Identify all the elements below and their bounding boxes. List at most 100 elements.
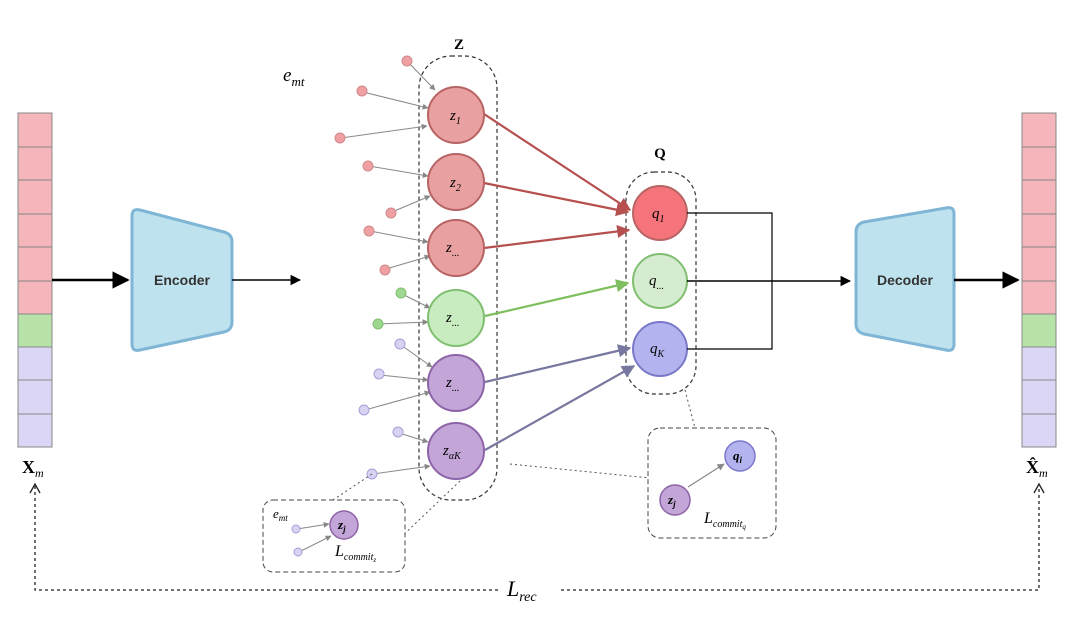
q-node-2: q... — [632, 253, 688, 309]
output-cell — [1021, 280, 1057, 315]
qk-connector — [687, 281, 773, 350]
assign-arrow-z6-qk — [484, 365, 636, 451]
embedding-dot — [362, 160, 374, 172]
z-node-3: z... — [427, 219, 485, 277]
z-codebook-box — [418, 55, 498, 501]
z-node-label: z2 — [449, 175, 461, 194]
embedding-dot — [356, 85, 368, 97]
input-cell — [17, 213, 53, 248]
inset-emt-label: emt — [273, 506, 288, 523]
embedding-dot — [373, 368, 385, 380]
inset-dot — [293, 547, 303, 557]
assign-arrow-z2-q1 — [483, 181, 630, 217]
embedding-dot — [394, 338, 406, 350]
input-cell — [17, 246, 53, 282]
inset-zj-q-label: zj — [667, 492, 676, 509]
assign-arrow-z5-qk — [484, 344, 632, 384]
output-cell — [1021, 313, 1057, 348]
inset-zj-q-node — [659, 484, 691, 516]
rec-loss-loop — [34, 486, 1040, 591]
input-vector — [17, 112, 53, 448]
output-cell — [1021, 379, 1057, 415]
z-node-label: z1 — [449, 108, 461, 127]
encoder-label: Encoder — [154, 272, 211, 288]
inset-arrow — [687, 463, 725, 488]
encoder-block — [130, 208, 234, 352]
inset-zj-node — [329, 510, 359, 540]
q-label: Q — [654, 146, 666, 162]
embedding-arrow — [398, 432, 429, 444]
commit-q-loss: Lcommitq — [703, 510, 746, 531]
z-node-5: z... — [427, 354, 485, 412]
output-cell — [1021, 146, 1057, 181]
embedding-arrow — [364, 390, 431, 411]
input-label: Xm — [22, 457, 44, 480]
output-cell — [1021, 112, 1057, 148]
q-node-1: q1 — [632, 185, 688, 241]
rec-arrowhead-right — [1033, 482, 1045, 494]
inset-z-leader — [329, 473, 373, 503]
input-cell — [17, 379, 53, 415]
inset-z-leader — [397, 480, 461, 541]
inset-qi-label: qi — [733, 448, 743, 465]
embedding-arrow — [340, 123, 428, 139]
z-node-4: z... — [427, 289, 485, 347]
output-cell — [1021, 346, 1057, 381]
q-node-k: qK — [632, 321, 688, 377]
output-label: X̂m — [1026, 457, 1048, 480]
z-node-1: z1 — [427, 86, 485, 144]
embedding-arrow — [368, 165, 429, 179]
q-node-label: q... — [649, 273, 664, 292]
embedding-dot — [358, 404, 370, 416]
assign-arrow-z3-q1 — [483, 224, 631, 250]
inset-q-leader — [684, 389, 696, 429]
rec-loss-label: Lrec — [506, 576, 537, 605]
assign-arrow-z1-q1 — [483, 113, 632, 211]
embedding-dot — [363, 225, 375, 237]
embedding-dot — [372, 318, 384, 330]
z-node-label: zαK — [442, 443, 462, 462]
z-node-label: z... — [445, 375, 459, 394]
assign-arrow-z4-q2 — [484, 279, 630, 318]
embedding-arrow — [378, 319, 429, 326]
z-node-label: z... — [445, 310, 459, 329]
commit-z-inset — [262, 499, 406, 573]
embedding-arrow — [369, 230, 429, 244]
inset-qi-node — [724, 440, 756, 472]
output-vector — [1021, 112, 1057, 448]
input-cell — [17, 346, 53, 381]
q1-connector — [687, 212, 773, 281]
z-node-2: z2 — [427, 153, 485, 211]
commit-z-loss: Lcommitz — [334, 543, 376, 564]
inset-dot — [291, 524, 301, 534]
inset-q-leader — [509, 463, 651, 479]
z-label: Z — [454, 37, 464, 53]
embedding-arrow — [385, 254, 431, 270]
embedding-arrow — [401, 293, 431, 309]
embedding-dot — [334, 132, 346, 144]
decoder-block — [854, 206, 956, 352]
emt-label: emt — [283, 65, 305, 89]
inset-arrow — [298, 535, 332, 553]
inset-zj-label: zj — [337, 517, 346, 534]
embedding-inputs — [334, 55, 436, 480]
embedding-arrow — [400, 344, 433, 368]
input-cell — [17, 413, 53, 448]
input-cell — [17, 313, 53, 348]
embedding-dot — [395, 287, 407, 299]
embedding-arrow — [362, 91, 429, 110]
q-node-label: qK — [650, 341, 666, 360]
decoder-label: Decoder — [877, 272, 934, 288]
output-cell — [1021, 413, 1057, 448]
embedding-arrow — [391, 195, 431, 213]
embedding-dot — [379, 264, 391, 276]
embedding-arrow — [372, 463, 431, 475]
input-cell — [17, 179, 53, 215]
rec-label-bg — [500, 576, 560, 602]
embedding-dot — [385, 207, 397, 219]
z-node-6: zαK — [427, 422, 485, 480]
output-cell — [1021, 213, 1057, 248]
input-cell — [17, 146, 53, 181]
q-node-label: q1 — [652, 206, 665, 225]
